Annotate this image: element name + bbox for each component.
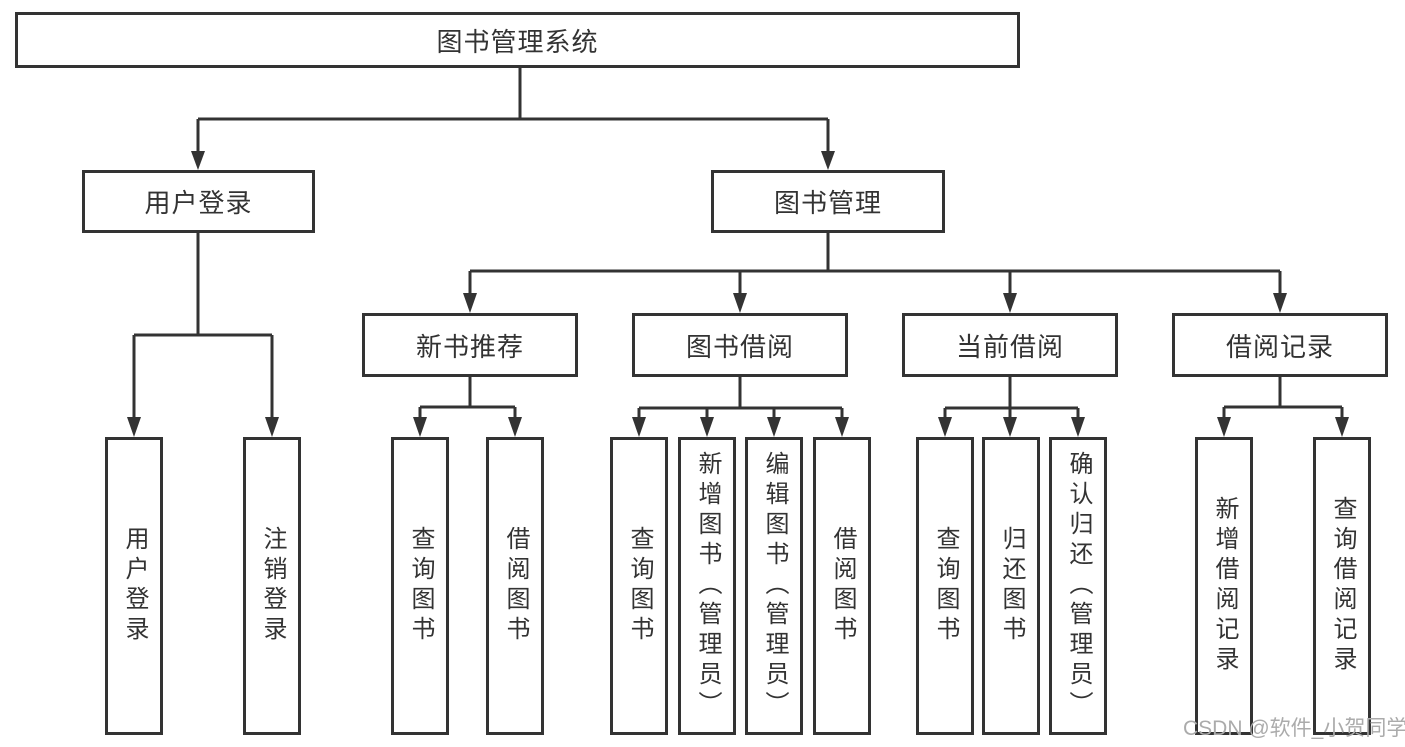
node-leaf-borrow-books: 借阅图书 [813, 437, 871, 735]
arrowhead [1003, 417, 1017, 437]
node-current-borrow-label: 当前借阅 [955, 331, 1064, 362]
node-borrow-records-label: 借阅记录 [1225, 331, 1334, 362]
node-leaf-logout: 注销登录 [243, 437, 301, 735]
connector-book-borrow-to-leaves [632, 377, 849, 437]
arrowhead [191, 151, 205, 170]
node-leaf-return-books-label: 归还图书 [998, 526, 1025, 646]
connector-user-login-to-leaves [127, 233, 279, 437]
node-leaf-current-query-books: 查询图书 [916, 437, 974, 735]
node-leaf-confirm-return-admin: 确认归还（管理员） [1049, 437, 1107, 735]
node-new-book-recommend-label: 新书推荐 [415, 331, 524, 362]
arrowhead [767, 417, 781, 437]
node-new-book-recommend: 新书推荐 [362, 313, 578, 377]
arrowhead [127, 417, 141, 437]
node-leaf-confirm-return-admin-label: 确认归还（管理员） [1065, 451, 1092, 721]
arrowhead [463, 293, 477, 313]
connector-new-book-recommend-to-leaves [413, 377, 522, 437]
node-book-borrow-label: 图书借阅 [685, 331, 794, 362]
arrowhead [413, 417, 427, 437]
node-leaf-add-borrow-record: 新增借阅记录 [1195, 437, 1253, 735]
arrowhead [1335, 417, 1349, 437]
node-book-borrow: 图书借阅 [632, 313, 848, 377]
connector-current-borrow-to-leaves [938, 377, 1085, 437]
node-leaf-return-books: 归还图书 [982, 437, 1040, 735]
node-root: 图书管理系统 [15, 12, 1020, 68]
node-leaf-add-books-admin-label: 新增图书（管理员） [694, 451, 721, 721]
node-leaf-recommend-borrow-books: 借阅图书 [486, 437, 544, 735]
node-borrow-records: 借阅记录 [1172, 313, 1388, 377]
node-leaf-recommend-query-books-label: 查询图书 [407, 526, 434, 646]
node-leaf-edit-books-admin-label: 编辑图书（管理员） [761, 451, 788, 721]
node-leaf-add-borrow-record-label: 新增借阅记录 [1211, 496, 1238, 676]
node-leaf-logout-label: 注销登录 [259, 526, 286, 646]
node-user-login-label: 用户登录 [144, 188, 253, 218]
arrowhead [821, 151, 835, 170]
node-leaf-edit-books-admin: 编辑图书（管理员） [745, 437, 803, 735]
arrowhead [733, 293, 747, 313]
node-leaf-recommend-query-books: 查询图书 [391, 437, 449, 735]
node-leaf-query-borrow-record: 查询借阅记录 [1313, 437, 1371, 735]
arrowhead [1003, 293, 1017, 313]
node-leaf-add-books-admin: 新增图书（管理员） [678, 437, 736, 735]
node-leaf-borrow-books-label: 借阅图书 [829, 526, 856, 646]
node-book-management-label: 图书管理 [773, 188, 882, 218]
node-leaf-borrow-query-books: 查询图书 [610, 437, 668, 735]
node-leaf-recommend-borrow-books-label: 借阅图书 [502, 526, 529, 646]
connector-borrow-records-to-leaves [1217, 377, 1349, 437]
node-book-management: 图书管理 [711, 170, 945, 233]
node-leaf-user-login-label: 用户登录 [121, 526, 148, 646]
arrowhead [1071, 417, 1085, 437]
arrowhead [938, 417, 952, 437]
arrowhead [632, 417, 646, 437]
arrowhead [835, 417, 849, 437]
node-user-login: 用户登录 [82, 170, 315, 233]
node-current-borrow: 当前借阅 [902, 313, 1118, 377]
node-leaf-query-borrow-record-label: 查询借阅记录 [1329, 496, 1356, 676]
arrowhead [1273, 293, 1287, 313]
node-leaf-borrow-query-books-label: 查询图书 [626, 526, 653, 646]
connector-root-to-level2 [191, 68, 835, 170]
arrowhead [1217, 417, 1231, 437]
arrowhead [508, 417, 522, 437]
arrowhead [700, 417, 714, 437]
csdn-watermark: CSDN @软件_小贺同学 [1183, 717, 1405, 740]
node-leaf-current-query-books-label: 查询图书 [932, 526, 959, 646]
node-leaf-user-login: 用户登录 [105, 437, 163, 735]
node-root-label: 图书管理系统 [436, 26, 599, 57]
arrowhead [265, 417, 279, 437]
connector-book-management-to-level3 [463, 233, 1287, 313]
